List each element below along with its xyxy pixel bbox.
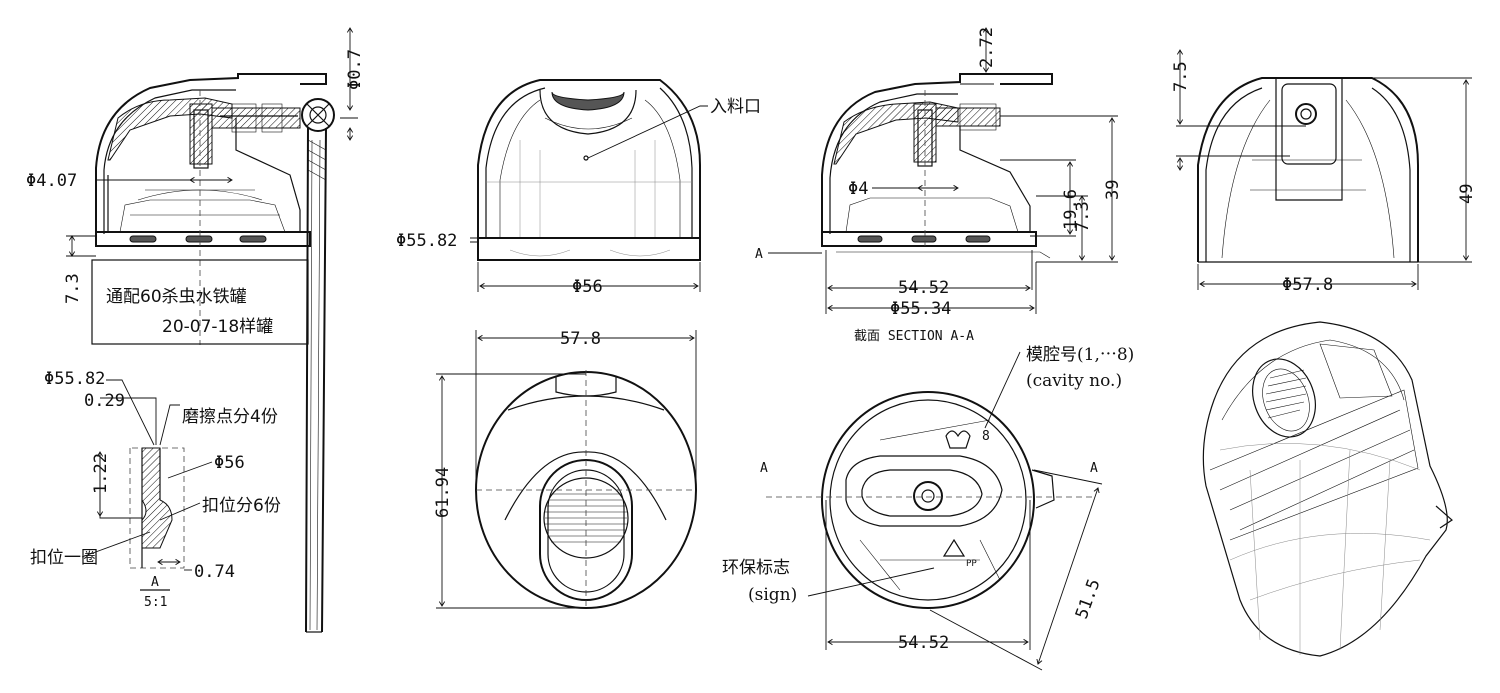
detail-dim-0-29: 0.29 bbox=[84, 391, 125, 411]
section-caption: 截面 SECTION A-A bbox=[854, 329, 974, 344]
note-eco-cn: 环保标志 bbox=[722, 558, 790, 578]
spec-note-line1: 通配60杀虫水铁罐 bbox=[106, 287, 247, 307]
dim-phi-55-82: Φ55.82 bbox=[396, 231, 457, 251]
dim-7-3-left: 7.3 bbox=[63, 273, 83, 304]
spec-note-line2: 20-07-18样罐 bbox=[162, 317, 273, 337]
detail-mark: A bbox=[151, 575, 159, 590]
view-cross-section-left bbox=[66, 28, 358, 633]
dim-39: 39 bbox=[1103, 180, 1123, 200]
note-clip-ring: 扣位一圈 bbox=[30, 548, 98, 568]
dim-61-94: 61.94 bbox=[433, 467, 453, 518]
dim-7-3-section: 7.3 bbox=[1073, 201, 1093, 232]
view-front-elevation bbox=[470, 79, 708, 292]
dim-54-52-bottom: 54.52 bbox=[898, 633, 949, 653]
dim-57-8-top: 57.8 bbox=[560, 329, 601, 349]
view-section-a-a bbox=[768, 28, 1118, 314]
dim-2-72: 2.72 bbox=[977, 27, 997, 68]
note-wear-points: 磨擦点分4份 bbox=[182, 407, 278, 427]
dim-phi-55-34: Φ55.34 bbox=[890, 299, 951, 319]
view-isometric bbox=[1202, 321, 1453, 657]
detail-scale: 5:1 bbox=[144, 595, 167, 610]
view-side-elevation bbox=[1176, 50, 1472, 290]
dim-phi-4-07: Φ4.07 bbox=[26, 171, 77, 191]
detail-dim-0-74: 0.74 bbox=[194, 562, 235, 582]
dim-49: 49 bbox=[1457, 184, 1477, 204]
view-top-plan bbox=[436, 330, 697, 610]
note-cavity-cn: 模腔号(1,⋯8) bbox=[1026, 345, 1134, 365]
dim-54-52-section: 54.52 bbox=[898, 278, 949, 298]
section-mark-a-left: A bbox=[760, 461, 768, 476]
dim-19-6: 19.6 bbox=[1061, 189, 1081, 230]
dim-7-5: 7.5 bbox=[1171, 61, 1191, 92]
dim-51-5: 51.5 bbox=[1072, 576, 1105, 621]
section-mark-left: A bbox=[755, 247, 763, 262]
view-bottom-plan bbox=[766, 351, 1103, 671]
detail-dim-phi-55-82: Φ55.82 bbox=[44, 369, 105, 389]
dim-phi-56: Φ56 bbox=[572, 277, 603, 297]
note-inlet: 入料口 bbox=[710, 97, 761, 117]
view-detail-a bbox=[81, 379, 213, 591]
note-eco-en: (sign) bbox=[748, 585, 797, 605]
dim-phi-4: Φ4 bbox=[848, 179, 868, 199]
note-clip-6: 扣位分6份 bbox=[202, 496, 281, 516]
detail-dim-1-22: 1.22 bbox=[91, 453, 111, 494]
cavity-digit: 8 bbox=[982, 429, 990, 444]
recycle-pp-mark: PP bbox=[966, 559, 977, 569]
dim-phi-57-8: Φ57.8 bbox=[1282, 275, 1333, 295]
dim-phi-0-7: Φ0.7 bbox=[345, 49, 365, 90]
section-mark-a-right: A bbox=[1090, 461, 1098, 476]
note-cavity-en: (cavity no.) bbox=[1026, 371, 1122, 391]
detail-dim-phi-56: Φ56 bbox=[214, 453, 245, 473]
